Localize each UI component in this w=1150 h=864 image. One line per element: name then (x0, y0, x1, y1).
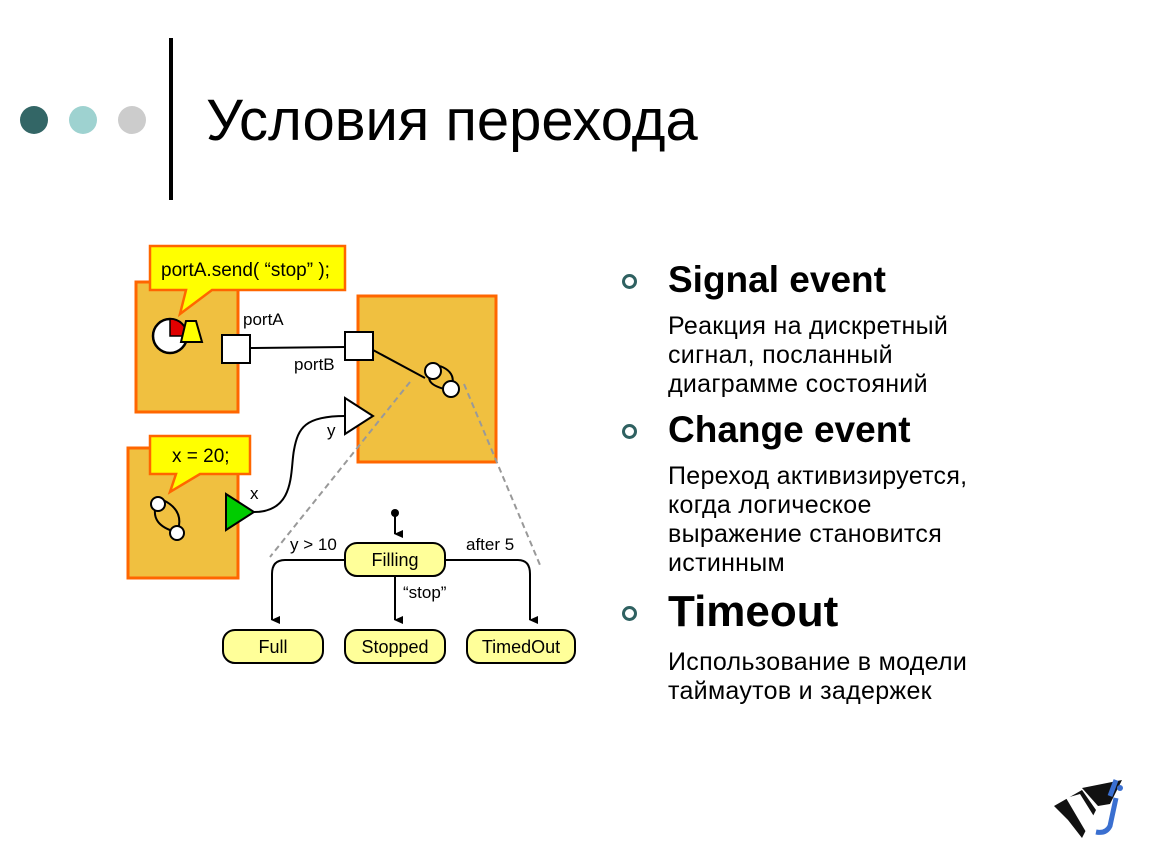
callout-assign-text: x = 20; (172, 446, 230, 467)
bullet-text-line: когда логическое (668, 491, 872, 519)
bullet-marker-icon (622, 606, 637, 621)
block-receiver (356, 294, 498, 464)
port-a-label: portA (243, 310, 284, 329)
bullet-timeout: Timeout Использование в модели таймаутов… (622, 586, 967, 706)
bullet-change-event: Change event Переход активизируется, ког… (622, 408, 967, 578)
decor-dot-grey (118, 106, 146, 134)
state-filling-label: Filling (371, 550, 418, 570)
bullet-text-line: Использование в модели (668, 648, 968, 676)
state-full (222, 629, 324, 664)
bullet-signal-event: Signal event Реакция на дискретный сигна… (622, 258, 948, 399)
bullet-text-line: Переход активизируется, (668, 462, 968, 490)
bullet-text-line: истинным (668, 549, 786, 577)
port-a-icon (221, 334, 251, 364)
x-label: x (250, 484, 259, 503)
send-signal-icon (151, 317, 204, 355)
slide-title: Условия перехода (206, 88, 698, 153)
bullet-title: Timeout (668, 587, 839, 636)
bullet-text-line: выражение становится (668, 520, 943, 548)
statemachine-icon (424, 362, 460, 398)
title-divider (169, 38, 173, 200)
callout-send-text: portA.send( “stop” ); (161, 260, 330, 281)
bullet-text-line: диаграмме состояний (668, 370, 928, 398)
state-stopped-label: Stopped (361, 637, 428, 657)
callout-send: portA.send( “stop” ); (148, 244, 347, 318)
statemachine-icon-small (150, 496, 185, 541)
y-label: y (327, 421, 336, 440)
decor-dot-dark (20, 106, 48, 134)
decor-dot-teal (69, 106, 97, 134)
state-full-label: Full (258, 637, 287, 657)
port-b-icon (344, 331, 374, 361)
bullet-text: Реакция на дискретный сигнал, посланный … (668, 312, 948, 399)
guard-right-label: after 5 (466, 535, 514, 554)
guard-left-label: y > 10 (290, 535, 337, 554)
state-stopped (344, 629, 446, 664)
state-timedout-label: TimedOut (482, 637, 560, 657)
trigger-center-label: “stop” (403, 583, 447, 602)
port-b-label: portB (294, 355, 335, 374)
bullet-text-line: Реакция на дискретный (668, 312, 949, 340)
bullet-text-line: таймаутов и задержек (668, 677, 932, 705)
bullet-marker-icon (622, 274, 637, 289)
state-timedout (466, 629, 576, 664)
bullet-title: Change event (668, 409, 911, 450)
output-x-icon (225, 492, 256, 532)
bullet-text: Использование в модели таймаутов и задер… (668, 648, 967, 706)
bullet-marker-icon (622, 424, 637, 439)
bullet-text: Переход активизируется, когда логическое… (668, 462, 967, 578)
bullet-title: Signal event (668, 259, 886, 300)
callout-assign: x = 20; (148, 434, 252, 495)
bullet-text-line: сигнал, посланный (668, 341, 893, 369)
xj-logo-icon (1054, 779, 1123, 838)
